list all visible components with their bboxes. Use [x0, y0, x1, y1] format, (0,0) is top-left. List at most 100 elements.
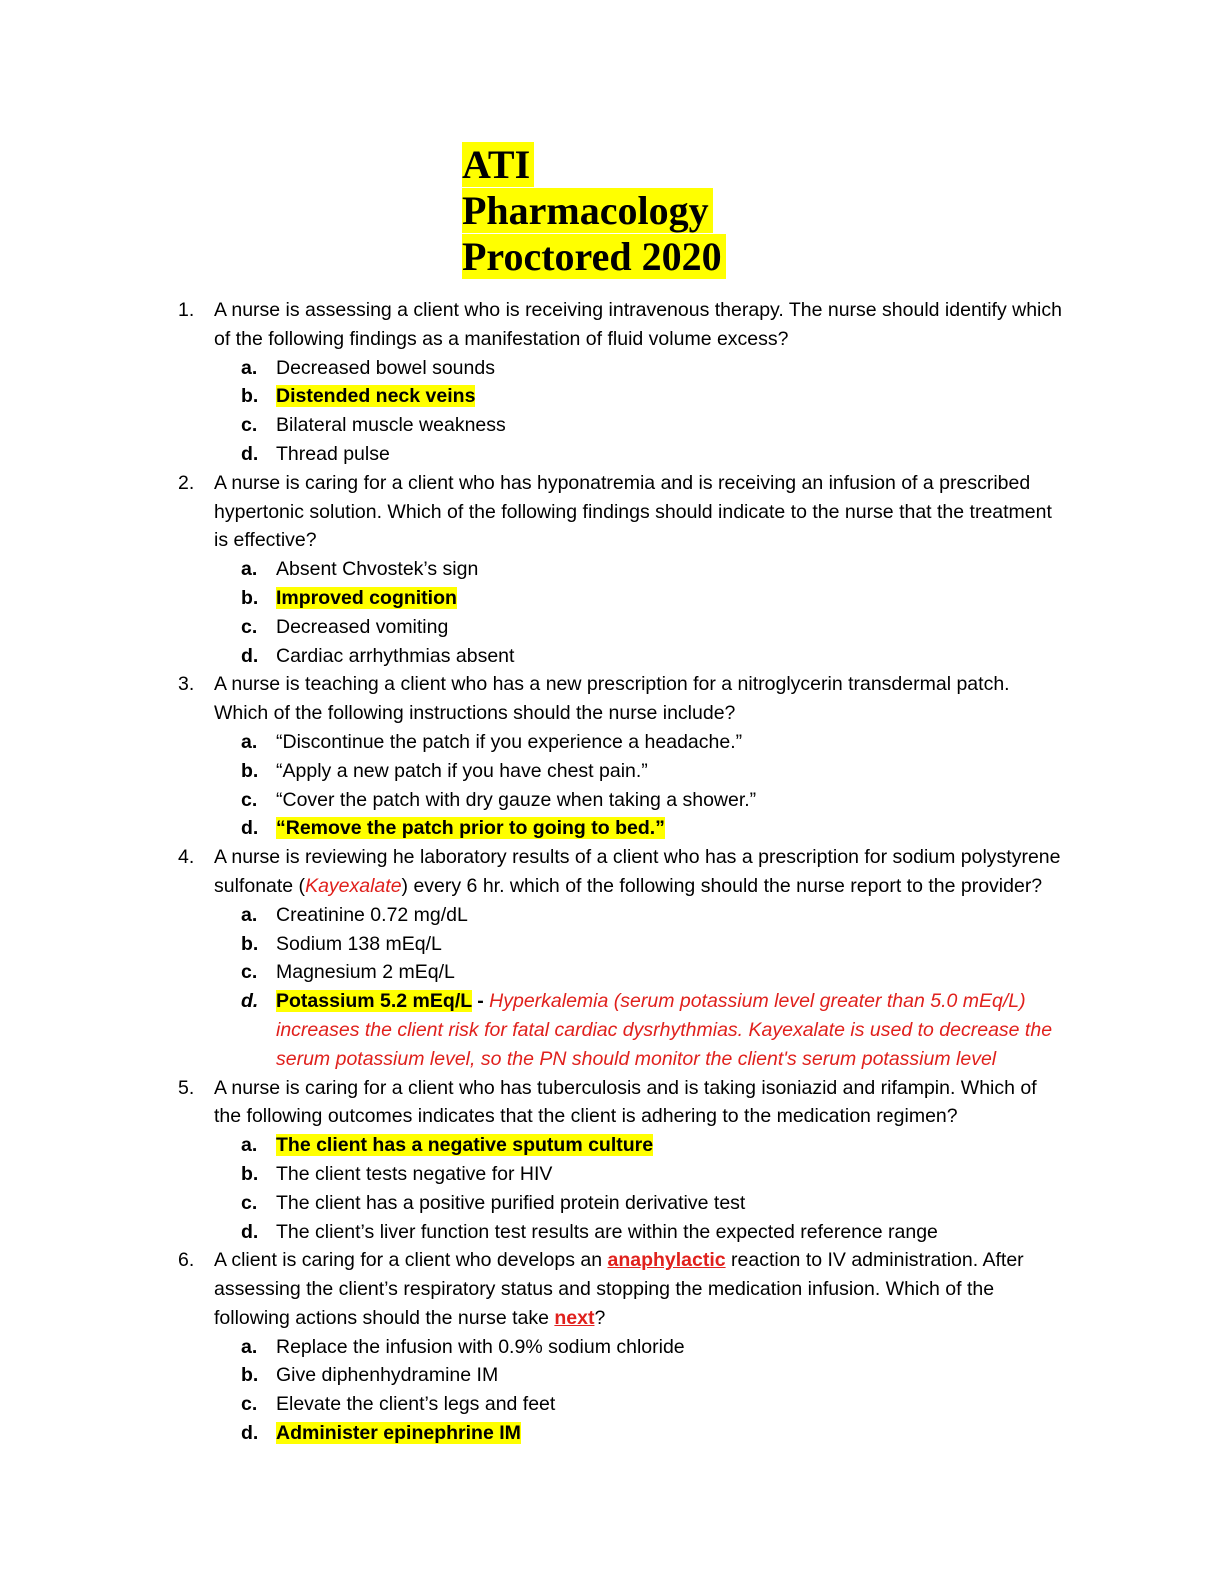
option-letter: a. — [241, 558, 258, 581]
option-text: Elevate the client’s legs and feet — [276, 1393, 556, 1416]
rationale-text: Hyperkalemia (serum potassium level grea… — [276, 990, 1053, 1070]
option-text: The client tests negative for HIV — [276, 1162, 553, 1185]
keyword-next: next — [554, 1306, 595, 1329]
option-letter: c. — [241, 1393, 258, 1416]
document-title: ATI Pharmacology Proctored 2020 — [462, 142, 726, 280]
question-text-middle: reaction to IV administration. After ass… — [214, 1249, 1024, 1329]
option-letter: d. — [241, 1220, 259, 1243]
option-4c: c. Magnesium 2 mEq/L — [0, 958, 1066, 987]
drug-name: Kayexalate — [305, 874, 402, 897]
option-1c: c. Bilateral muscle weakness — [0, 411, 1066, 440]
option-letter: c. — [241, 1191, 258, 1214]
question-text-before: A client is caring for a client who deve… — [214, 1249, 608, 1272]
option-letter: d. — [241, 1422, 259, 1445]
option-5b: b. The client tests negative for HIV — [0, 1160, 1066, 1189]
option-letter: c. — [241, 788, 258, 811]
title-line-2: Pharmacology — [462, 188, 713, 233]
option-1d: d. Thread pulse — [0, 440, 1066, 469]
option-letter: a. — [241, 356, 258, 379]
option-text: Magnesium 2 mEq/L — [276, 961, 455, 984]
question-number: 1. — [178, 299, 195, 321]
option-letter: b. — [241, 1162, 259, 1185]
question-6: 6. A client is caring for a client who d… — [0, 1246, 1064, 1332]
option-text: Sodium 138 mEq/L — [276, 932, 442, 955]
option-text: The client’s liver function test results… — [276, 1220, 938, 1243]
rationale-separator: - — [471, 990, 490, 1013]
option-letter: a. — [241, 730, 258, 753]
option-6b: b. Give diphenhydramine IM — [0, 1361, 1066, 1390]
option-letter: b. — [241, 932, 259, 955]
option-2a: a. Absent Chvostek’s sign — [0, 555, 1066, 584]
option-letter: d. — [241, 817, 259, 840]
option-3c: c. “Cover the patch with dry gauze when … — [0, 786, 1066, 815]
question-2: 2. A nurse is caring for a client who ha… — [0, 469, 1064, 555]
option-letter: b. — [241, 586, 259, 609]
option-1a: a. Decreased bowel sounds — [0, 354, 1066, 383]
question-number: 3. — [178, 673, 195, 696]
option-6a: a. Replace the infusion with 0.9% sodium… — [0, 1333, 1066, 1362]
option-letter: d. — [241, 990, 259, 1013]
question-4: 4. A nurse is reviewing he laboratory re… — [0, 843, 1064, 901]
option-text: Give diphenhydramine IM — [276, 1364, 499, 1387]
option-letter: c. — [241, 961, 258, 984]
option-1b: b. Distended neck veins — [0, 382, 1066, 411]
option-text: Decreased bowel sounds — [276, 356, 495, 379]
question-text: A nurse is caring for a client who has t… — [214, 1076, 1037, 1128]
question-5: 5. A nurse is caring for a client who ha… — [0, 1074, 1064, 1132]
option-text: “Cover the patch with dry gauze when tak… — [276, 788, 757, 811]
option-letter: b. — [241, 385, 259, 408]
option-text: “Apply a new patch if you have chest pai… — [276, 759, 648, 782]
option-5d: d. The client’s liver function test resu… — [0, 1218, 1066, 1247]
option-6c: c. Elevate the client’s legs and feet — [0, 1390, 1066, 1419]
option-4d: d. Potassium 5.2 mEq/L - Hyperkalemia (s… — [0, 987, 1066, 1073]
question-number: 5. — [178, 1076, 195, 1099]
option-letter: b. — [241, 759, 259, 782]
option-6d: d. Administer epinephrine IM — [0, 1419, 1066, 1448]
correct-answer: Administer epinephrine IM — [276, 1422, 521, 1445]
correct-answer: “Remove the patch prior to going to bed.… — [276, 817, 665, 840]
question-text-after: ? — [594, 1306, 606, 1329]
option-4b: b. Sodium 138 mEq/L — [0, 930, 1066, 959]
option-letter: b. — [241, 1364, 259, 1387]
correct-answer: Distended neck veins — [276, 385, 476, 408]
option-2b: b. Improved cognition — [0, 584, 1066, 613]
option-2d: d. Cardiac arrhythmias absent — [0, 642, 1066, 671]
option-text: Creatinine 0.72 mg/dL — [276, 903, 468, 926]
option-text: Replace the infusion with 0.9% sodium ch… — [276, 1335, 685, 1358]
question-number: 4. — [178, 846, 195, 869]
option-text: Decreased vomiting — [276, 615, 449, 638]
option-letter: c. — [241, 414, 258, 437]
question-text: A nurse is caring for a client who has h… — [214, 471, 1052, 552]
question-text-before: A nurse is reviewing he laboratory resul… — [214, 846, 1061, 897]
option-letter: a. — [241, 1134, 258, 1157]
correct-answer: The client has a negative sputum culture — [276, 1134, 654, 1157]
option-5c: c. The client has a positive purified pr… — [0, 1189, 1066, 1218]
option-4a: a. Creatinine 0.72 mg/dL — [0, 901, 1066, 930]
option-letter: a. — [241, 1335, 258, 1358]
option-letter: d. — [241, 644, 259, 667]
option-text: Thread pulse — [276, 442, 390, 465]
question-3: 3. A nurse is teaching a client who has … — [0, 670, 1064, 728]
question-text: A nurse is teaching a client who has a n… — [214, 673, 1010, 725]
option-letter: a. — [241, 903, 258, 926]
option-3b: b. “Apply a new patch if you have chest … — [0, 757, 1066, 786]
option-text: “Discontinue the patch if you experience… — [276, 730, 743, 753]
option-letter: c. — [241, 615, 258, 638]
question-list: 1. A nurse is assessing a client who is … — [0, 296, 1224, 1448]
question-number: 6. — [178, 1249, 195, 1272]
option-letter: d. — [241, 442, 259, 465]
option-5a: a. The client has a negative sputum cult… — [0, 1131, 1066, 1160]
question-text: A nurse is assessing a client who is rec… — [214, 299, 1062, 350]
question-1: 1. A nurse is assessing a client who is … — [0, 296, 1064, 354]
option-3a: a. “Discontinue the patch if you experie… — [0, 728, 1066, 757]
option-text: Cardiac arrhythmias absent — [276, 644, 515, 667]
option-2c: c. Decreased vomiting — [0, 613, 1066, 642]
option-text: Bilateral muscle weakness — [276, 414, 506, 437]
option-3d: d. “Remove the patch prior to going to b… — [0, 814, 1066, 843]
question-number: 2. — [178, 471, 195, 494]
question-text-after: ) every 6 hr. which of the following sho… — [401, 874, 1043, 897]
correct-answer: Improved cognition — [276, 586, 457, 609]
correct-answer: Potassium 5.2 mEq/L — [276, 990, 472, 1013]
option-text: The client has a positive purified prote… — [276, 1191, 746, 1214]
